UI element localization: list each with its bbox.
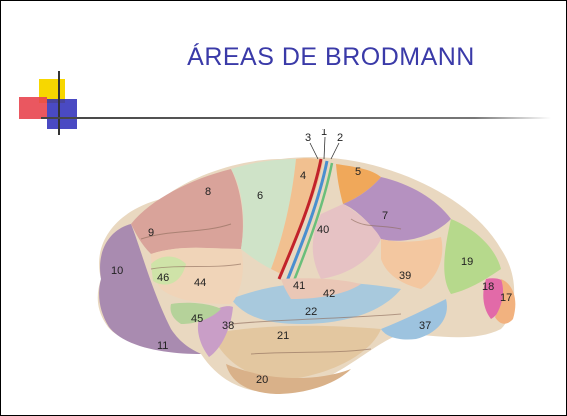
- label-2: 2: [337, 132, 343, 144]
- label-45: 45: [191, 313, 203, 325]
- label-5: 5: [355, 166, 361, 178]
- slide-title: ÁREAS DE BRODMANN: [151, 43, 511, 72]
- label-7: 7: [382, 210, 388, 222]
- label-39: 39: [399, 270, 411, 282]
- label-4: 4: [300, 170, 306, 182]
- title-rule: [41, 117, 551, 119]
- region-8-9: [131, 169, 243, 254]
- label-44: 44: [194, 277, 206, 289]
- label-42: 42: [323, 288, 335, 300]
- leader-3: [310, 143, 318, 159]
- deco-red-square: [19, 97, 47, 119]
- label-38: 38: [222, 320, 234, 332]
- label-41: 41: [293, 280, 305, 292]
- label-17: 17: [500, 292, 512, 304]
- label-46: 46: [157, 272, 169, 284]
- label-19: 19: [461, 256, 473, 268]
- label-3: 3: [305, 132, 311, 144]
- leader-2: [331, 143, 339, 159]
- label-37: 37: [419, 320, 431, 332]
- label-22: 22: [305, 306, 317, 318]
- label-1: 1: [321, 129, 327, 138]
- brain-diagram: 3 1 2 8 6 4 5 9 7 40 10 46 44 41 42 39 1…: [81, 129, 526, 399]
- label-6: 6: [257, 190, 263, 202]
- label-21: 21: [277, 330, 289, 342]
- label-20: 20: [256, 374, 268, 386]
- deco-blue-square: [47, 99, 77, 129]
- leader-1: [324, 137, 325, 159]
- label-8: 8: [205, 186, 211, 198]
- label-40: 40: [317, 224, 329, 236]
- label-11: 11: [157, 340, 168, 352]
- label-18: 18: [482, 281, 494, 293]
- label-9: 9: [148, 227, 154, 239]
- label-10: 10: [111, 265, 123, 277]
- deco-vertical-line: [58, 71, 60, 135]
